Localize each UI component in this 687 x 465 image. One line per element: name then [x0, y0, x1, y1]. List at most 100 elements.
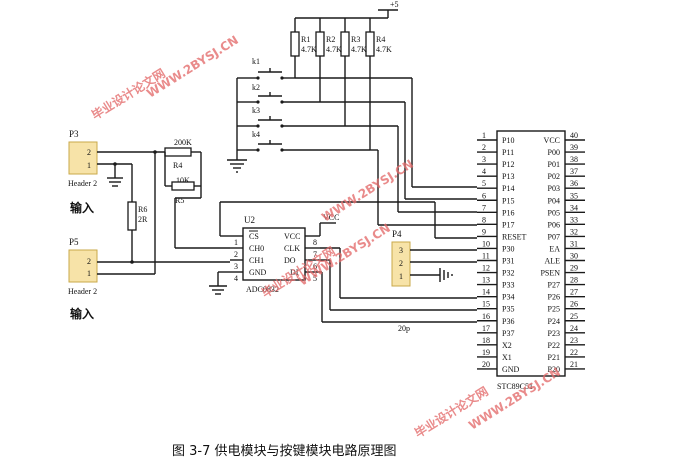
r4-value: 200K [174, 138, 192, 147]
mcu-right-pin-num: 40 [570, 131, 578, 140]
pullup-network: +5 R1 4.7K R2 4.7K R3 4.7K R4 4.7K [290, 0, 399, 150]
mcu-right-pin-num: 29 [570, 264, 578, 273]
p5-pin-1: 1 [87, 269, 91, 278]
mcu-left-pin-name: P14 [502, 184, 514, 193]
u2-pin-6-num: 6 [313, 262, 317, 271]
key-signal-wires [295, 77, 477, 226]
mcu-left-pin-name: RESET [502, 232, 527, 241]
u2-vcc-label: VCC [323, 213, 339, 222]
u2-pin-do: DO [284, 256, 296, 265]
mcu-right-pin-name: P25 [548, 305, 560, 314]
u2-part-name: ADC0832 [246, 285, 279, 294]
mcu-right-pin-num: 37 [570, 167, 578, 176]
mcu-left-pin-num: 6 [482, 191, 486, 200]
r4-ref: R4 [173, 161, 182, 170]
mcu-left-pin-name: P31 [502, 257, 514, 266]
key-k1-label: k1 [252, 57, 260, 66]
r4-ref: R4 [376, 35, 385, 44]
mcu-left-pin-name: P36 [502, 317, 514, 326]
mcu-left-pin-name: P37 [502, 329, 514, 338]
mcu-left-pin-name: P15 [502, 196, 514, 205]
mcu-right-pin-name: P24 [548, 317, 560, 326]
mcu-right-pin-name: P22 [548, 341, 560, 350]
power-label: +5 [390, 0, 399, 9]
mcu-left-pin-name: X2 [502, 341, 512, 350]
p5-part-name: Header 2 [68, 287, 97, 296]
mcu-pins: 1P102P113P124P135P146P157P168P179RESET10… [477, 131, 585, 374]
mcu-left-pin-num: 11 [482, 252, 490, 261]
mcu-right-pin-num: 22 [570, 348, 578, 357]
mcu-right-pin-name: P04 [548, 196, 560, 205]
mcu-left-pin-name: P33 [502, 281, 514, 290]
u2-pin-1-num: 1 [234, 238, 238, 247]
p4-ref: P4 [392, 229, 402, 239]
r3-value: 4.7K [351, 45, 367, 54]
mcu-right-pin-name: P27 [548, 281, 560, 290]
resistor-r4-200k [164, 147, 192, 157]
mcu-left-pin-name: P16 [502, 208, 514, 217]
u2-pin-vcc: VCC [284, 232, 300, 241]
adc-signal-wires: 20p [320, 247, 477, 333]
p5-pin-2: 2 [87, 257, 91, 266]
r2-value: 4.7K [326, 45, 342, 54]
mcu-left-pin-name: P30 [502, 244, 514, 253]
u2-pin-3-num: 3 [234, 262, 238, 271]
resistor-r1 [290, 31, 300, 57]
mcu-right-pin-name: ALE [544, 257, 560, 266]
p3-part-name: Header 2 [68, 179, 97, 188]
r2-ref: R2 [326, 35, 335, 44]
u2-pin-cs: CS [249, 232, 259, 241]
u2-pin-gnd: GND [249, 268, 267, 277]
mcu-right-pin-name: P02 [548, 172, 560, 181]
mcu-left-pin-name: P10 [502, 136, 514, 145]
mcu-right-pin-name: P05 [548, 208, 560, 217]
capacitor-label: 20p [398, 324, 410, 333]
r1-ref: R1 [301, 35, 310, 44]
u2-ref: U2 [244, 215, 255, 225]
mcu-right-pin-num: 25 [570, 312, 578, 321]
mcu-right-pin-num: 21 [570, 360, 578, 369]
r3-ref: R3 [351, 35, 360, 44]
watermark-3: WWW.2BYSJ.CN [319, 157, 416, 225]
mcu-right-pin-num: 36 [570, 179, 578, 188]
mcu-left-pin-num: 16 [482, 312, 490, 321]
mcu-right-pin-name: P21 [548, 353, 560, 362]
mcu-left-pin-num: 12 [482, 264, 490, 273]
r5-ref: R5 [175, 196, 184, 205]
resistor-r4 [365, 31, 375, 57]
mcu-right-pin-name: P26 [548, 293, 560, 302]
r4-value: 4.7K [376, 45, 392, 54]
mcu-right-pin-name: EA [549, 244, 560, 253]
mcu-left-pin-num: 18 [482, 336, 490, 345]
u2-pin-4-num: 4 [234, 274, 238, 283]
r1-value: 4.7K [301, 45, 317, 54]
p4-pin-1: 1 [399, 272, 403, 281]
mcu-right-pin-num: 28 [570, 276, 578, 285]
p3-ref: P3 [69, 129, 79, 139]
resistor-r3 [340, 31, 350, 57]
mcu-right-pin-num: 30 [570, 252, 578, 261]
u2-pin-ch1: CH1 [249, 256, 264, 265]
key-k2-label: k2 [252, 83, 260, 92]
adc-u2: U2 ADC0832 1 2 3 4 CS CH0 CH1 GND 8 7 6 … [209, 201, 477, 295]
p3-pin-2: 2 [87, 148, 91, 157]
u2-pin-clk: CLK [284, 244, 300, 253]
mcu-right-pin-num: 35 [570, 191, 578, 200]
mcu-right-pin-num: 32 [570, 227, 578, 236]
divider-resistors: 200K R4 10K R5 R6 2R [127, 138, 230, 264]
mcu-left-pin-name: P32 [502, 269, 514, 278]
mcu-left-pin-num: 15 [482, 300, 490, 309]
p5-input-label: 输入 [70, 306, 94, 321]
mcu-right-pin-name: P06 [548, 220, 560, 229]
mcu-right-pin-num: 23 [570, 336, 578, 345]
mcu-right-pin-num: 38 [570, 155, 578, 164]
key-k3-label: k3 [252, 106, 260, 115]
mcu-right-pin-num: 31 [570, 239, 578, 248]
key-k2: k2 [250, 83, 320, 104]
mcu-right-pin-name: P07 [548, 232, 560, 241]
mcu-left-pin-num: 1 [482, 131, 486, 140]
mcu-left-pin-num: 20 [482, 360, 490, 369]
mcu-left-pin-name: P13 [502, 172, 514, 181]
mcu-left-pin-name: P17 [502, 220, 514, 229]
